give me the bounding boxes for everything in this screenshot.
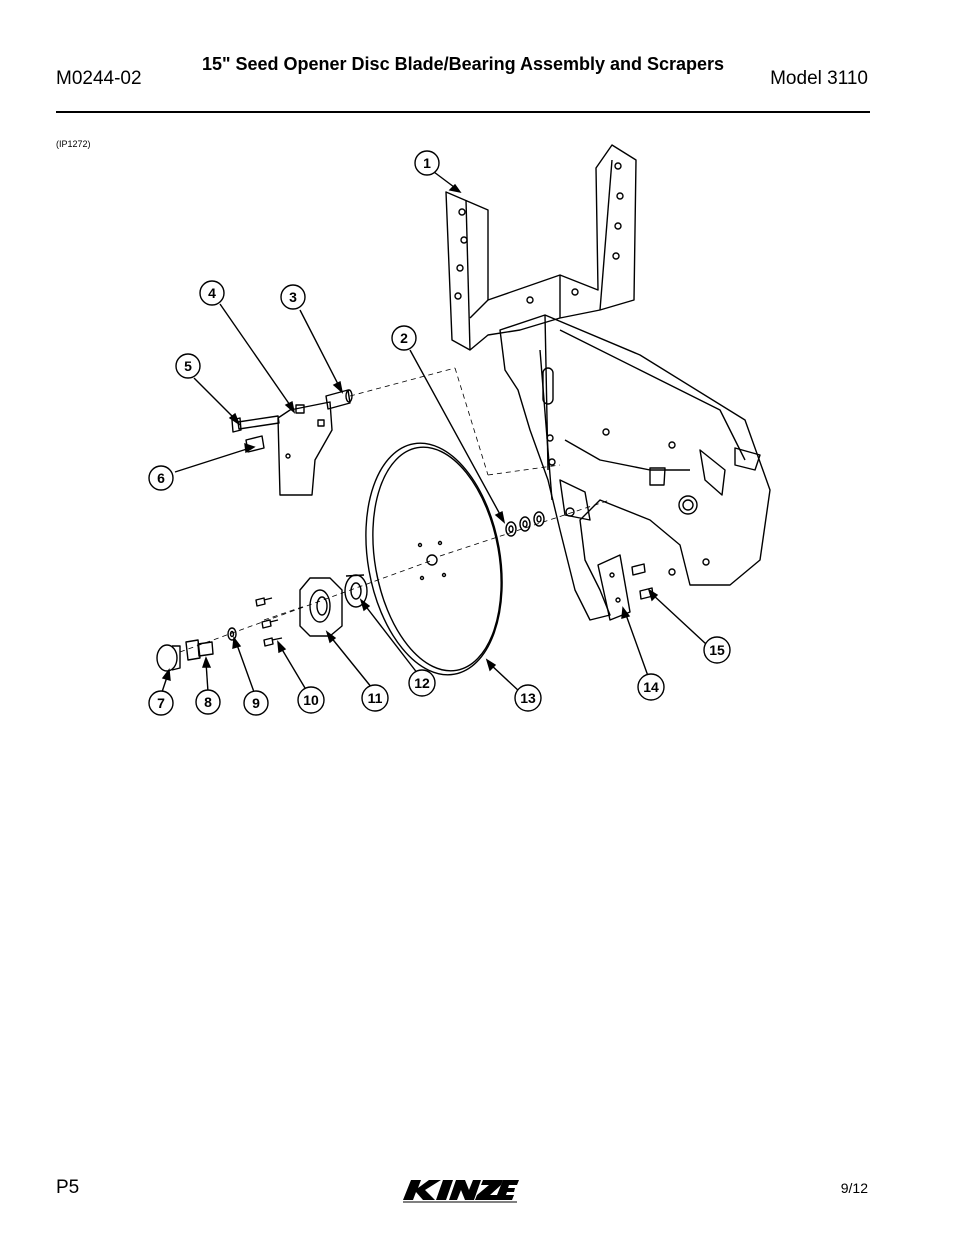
svg-text:10: 10 [303, 692, 319, 708]
header-divider [56, 111, 870, 113]
callout-13: 13 [514, 684, 542, 712]
callout-1: 1 [414, 150, 440, 176]
svg-text:14: 14 [643, 679, 659, 695]
page-title: 15" Seed Opener Disc Blade/Bearing Assem… [201, 54, 725, 74]
svg-text:1: 1 [423, 155, 431, 171]
callout-10: 10 [297, 686, 325, 714]
svg-text:12: 12 [414, 675, 430, 691]
svg-text:5: 5 [184, 358, 192, 374]
callout-7: 7 [148, 690, 174, 716]
callout-5: 5 [175, 353, 201, 379]
svg-text:2: 2 [400, 330, 408, 346]
callout-9: 9 [243, 690, 269, 716]
callout-6: 6 [148, 465, 174, 491]
svg-text:8: 8 [204, 694, 212, 710]
svg-text:13: 13 [520, 690, 536, 706]
parts-diagram: 1 2 3 4 5 6 7 8 9 10 11 12 13 14 15 [148, 144, 771, 716]
svg-text:15: 15 [709, 642, 725, 658]
svg-text:4: 4 [208, 285, 216, 301]
hub-washer [227, 627, 237, 641]
callout-4: 4 [199, 280, 225, 306]
hub-bolt [185, 639, 214, 661]
figure-id: (IP1272) [56, 139, 91, 149]
svg-text:9: 9 [252, 695, 260, 711]
svg-text:7: 7 [157, 695, 165, 711]
page-number: P5 [56, 1177, 80, 1198]
inner-scraper [597, 554, 631, 621]
revision-date: 9/12 [840, 1180, 868, 1196]
callout-3: 3 [280, 284, 306, 310]
document-number: M0244-02 [56, 68, 142, 89]
scraper-spacer [325, 389, 353, 410]
scraper-blade [277, 401, 333, 496]
model-label: Model 3110 [770, 68, 868, 89]
callout-2: 2 [391, 325, 417, 351]
callout-8: 8 [195, 689, 221, 715]
callout-12: 12 [408, 669, 436, 697]
disc-bearing [344, 574, 368, 608]
disc-blade [365, 442, 503, 676]
bearing-hub [299, 577, 343, 637]
hub-bolts [255, 597, 283, 647]
svg-text:6: 6 [157, 470, 165, 486]
svg-text:11: 11 [368, 690, 383, 706]
spacer-washers [505, 511, 545, 537]
dust-cap [156, 644, 181, 672]
opener-frame [499, 314, 771, 621]
svg-text:3: 3 [289, 289, 297, 305]
kinze-logo [403, 1180, 519, 1203]
callout-11: 11 [361, 684, 389, 712]
callout-14: 14 [637, 673, 665, 701]
mounting-bracket [445, 144, 637, 351]
callout-15: 15 [703, 636, 731, 664]
